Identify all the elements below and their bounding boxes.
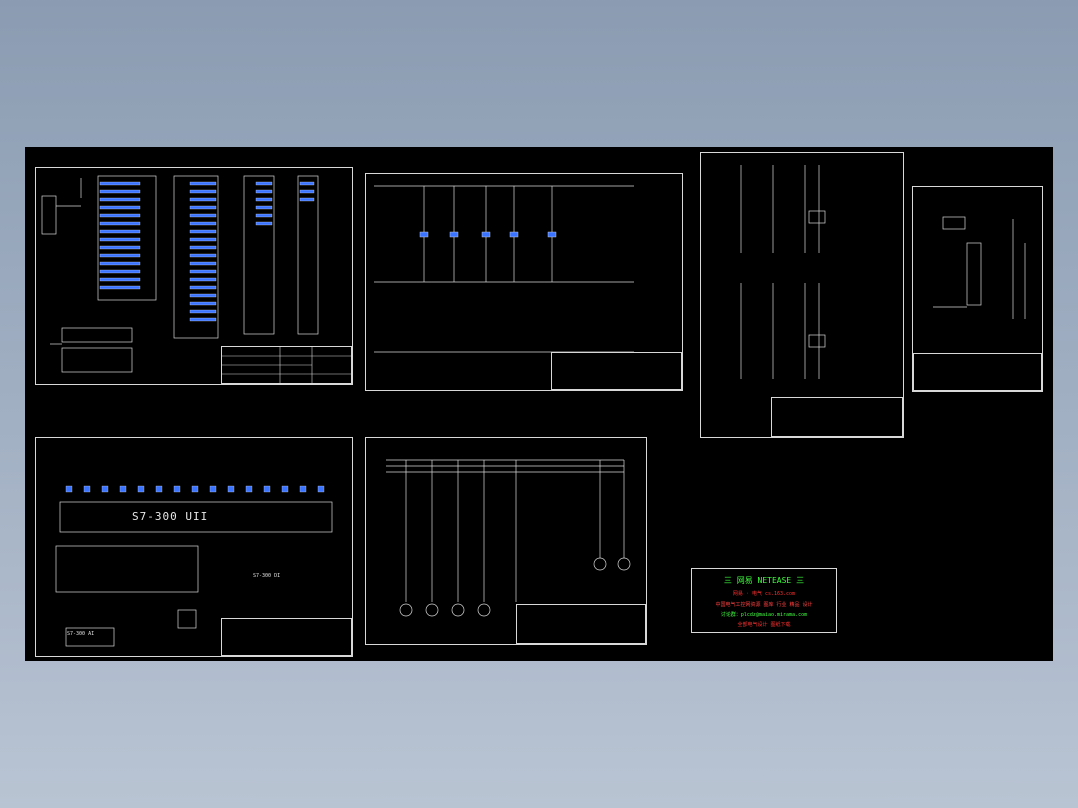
sheet-analog-drawing xyxy=(933,216,1026,319)
sheet-power-circuit[interactable] xyxy=(365,173,683,391)
banner-title: 三 网易 NETEASE 三 xyxy=(723,576,805,585)
title-block xyxy=(551,352,682,390)
title-block xyxy=(771,397,903,437)
sheet-control-drawing xyxy=(740,165,826,379)
sheet-motor-drawing xyxy=(386,459,631,617)
cad-model-space[interactable]: S7-300 UII xyxy=(25,147,1053,661)
sheet-terminal-drawing xyxy=(41,175,319,373)
title-block xyxy=(221,346,353,385)
sheet-power-drawing xyxy=(374,185,634,353)
banner-line5: 全部电气设计 图纸下载 xyxy=(737,622,791,628)
sheet-plc-io[interactable]: S7-300 UII xyxy=(35,437,353,657)
title-block xyxy=(221,618,352,656)
banner-line4: 讨论群：plcdz@maiao.mirama.com xyxy=(720,612,808,618)
sheet-control-circuit[interactable] xyxy=(700,152,904,438)
netease-banner: 三 网易 NETEASE 三 网易 · 电气 cs.163.com 中国电气工控… xyxy=(691,568,837,633)
sheet-plc-drawing xyxy=(55,485,333,647)
s7-300-ai-label: S7-300 AI xyxy=(67,631,95,637)
sheet-analog-input[interactable] xyxy=(912,186,1043,392)
title-block xyxy=(516,604,646,644)
sheet-motor-wiring[interactable] xyxy=(365,437,647,645)
sheet-terminal-diagram[interactable] xyxy=(35,167,353,385)
s7-300-block-label: S7-300 UII xyxy=(132,510,209,523)
title-block xyxy=(913,353,1042,391)
banner-line3: 中国电气工控网资源 图库 行业 精品 设计 xyxy=(715,602,813,608)
s7-300-di-label: S7-300 DI xyxy=(253,573,281,579)
banner-line2: 网易 · 电气 cs.163.com xyxy=(732,591,796,597)
